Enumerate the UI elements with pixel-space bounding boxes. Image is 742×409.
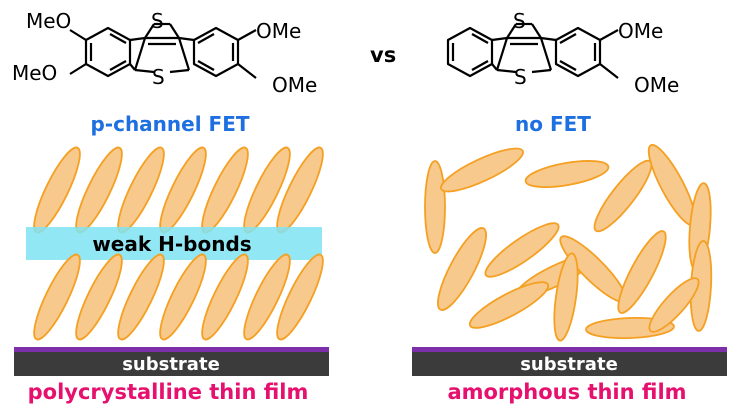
right-sulfur-bottom: S [514, 65, 527, 89]
molecule-ellipse [648, 277, 700, 333]
molecule-ellipse [117, 253, 165, 341]
right-sulfur-top: S [513, 9, 526, 33]
polycrystalline-film-label: polycrystalline thin film [28, 380, 309, 404]
left-sulfur-bottom: S [152, 65, 165, 89]
left-substrate-label: substrate [122, 354, 220, 375]
left-molecule [69, 22, 257, 79]
right-ome-top: OMe [618, 19, 663, 43]
left-ome-top: OMe [256, 19, 301, 43]
right-substrate [412, 352, 727, 376]
p-channel-fet-label: p-channel FET [90, 112, 249, 136]
right-disordered-molecules [424, 144, 713, 342]
left-meo-top: MeO [26, 9, 71, 33]
molecule-ellipse [524, 160, 610, 188]
molecule-ellipse [437, 227, 487, 311]
vs-label: vs [370, 43, 396, 67]
left-ome-bottom: OMe [272, 73, 317, 97]
left-substrate-edge [14, 347, 329, 353]
molecule-ellipse [33, 253, 81, 341]
left-substrate [14, 352, 329, 376]
left-bottom-molecule-row [33, 253, 324, 341]
no-fet-label: no FET [515, 112, 591, 136]
right-substrate-label: substrate [520, 354, 618, 375]
molecule-ellipse [617, 230, 667, 314]
molecule-ellipse [159, 253, 207, 341]
right-molecule [446, 22, 619, 79]
weak-hbonds-label: weak H-bonds [92, 232, 251, 256]
right-substrate-edge [412, 347, 727, 353]
left-top-molecule-row [33, 146, 324, 234]
amorphous-film-label: amorphous thin film [447, 380, 686, 404]
molecule-ellipse [424, 160, 446, 254]
molecule-ellipse [75, 253, 123, 341]
molecule-ellipse [553, 252, 579, 342]
molecule-ellipse [243, 253, 291, 341]
molecule-ellipse [468, 281, 550, 329]
right-ome-bottom: OMe [634, 73, 679, 97]
molecule-ellipse [276, 253, 324, 341]
molecule-ellipse [484, 222, 560, 278]
molecule-ellipse [440, 147, 524, 193]
molecule-ellipse [201, 253, 249, 341]
left-meo-bottom: MeO [12, 61, 57, 85]
left-sulfur-top: S [151, 9, 164, 33]
